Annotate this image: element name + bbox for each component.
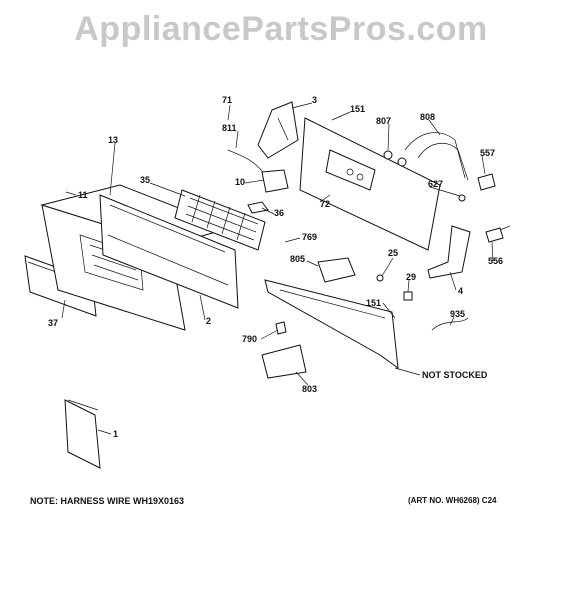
leader-lines bbox=[61, 102, 494, 435]
part-4-side-bracket bbox=[427, 225, 471, 279]
part-556-connector bbox=[485, 227, 504, 243]
harness-note: NOTE: HARNESS WIRE WH19X0163 bbox=[30, 496, 185, 506]
part-808-hoses bbox=[404, 132, 469, 181]
callout-25: 25 bbox=[388, 248, 398, 258]
not-stocked-label: NOT STOCKED bbox=[422, 370, 488, 380]
part-790-clip bbox=[275, 321, 287, 335]
callout-72: 72 bbox=[320, 199, 330, 209]
callout-11: 11 bbox=[78, 190, 88, 200]
part-72-backsplash bbox=[299, 117, 441, 251]
callout-935: 935 bbox=[450, 309, 465, 319]
callout-151-top: 151 bbox=[350, 104, 365, 114]
art-number: (ART NO. WH6268) C24 bbox=[408, 496, 497, 505]
part-35-mount-grid bbox=[174, 189, 266, 251]
callout-807: 807 bbox=[376, 116, 391, 126]
part-556-wire bbox=[499, 225, 511, 231]
callout-10: 10 bbox=[235, 177, 245, 187]
callout-4: 4 bbox=[458, 286, 463, 296]
callout-557: 557 bbox=[480, 148, 495, 158]
part-935-wire bbox=[431, 317, 469, 331]
callout-805: 805 bbox=[290, 254, 305, 264]
part-803-bracket bbox=[261, 344, 307, 379]
callout-71: 71 bbox=[222, 95, 232, 105]
callout-808: 808 bbox=[420, 112, 435, 122]
callout-790: 790 bbox=[242, 334, 257, 344]
part-807-washers bbox=[383, 150, 407, 167]
callout-3: 3 bbox=[312, 95, 317, 105]
callout-36: 36 bbox=[274, 208, 284, 218]
part-36-clip bbox=[247, 201, 269, 214]
watermark: AppliancePartsPros.com bbox=[74, 10, 488, 48]
callout-labels: 71 3 151 807 808 557 811 13 35 10 627 11… bbox=[48, 95, 503, 439]
part-29-clip bbox=[403, 291, 413, 301]
callout-29: 29 bbox=[406, 272, 416, 282]
part-805-valve bbox=[317, 257, 356, 283]
callout-37: 37 bbox=[48, 318, 58, 328]
callout-769: 769 bbox=[302, 232, 317, 242]
part-1-manual bbox=[64, 399, 101, 469]
part-10-switch bbox=[261, 169, 289, 193]
part-3-bracket bbox=[257, 101, 299, 159]
part-627-fitting bbox=[458, 194, 466, 202]
callout-627: 627 bbox=[428, 179, 443, 189]
callout-2: 2 bbox=[206, 316, 211, 326]
part-557-valve bbox=[477, 173, 496, 191]
part-811-hose bbox=[227, 149, 266, 176]
callout-151-mid: 151 bbox=[366, 298, 381, 308]
callout-556: 556 bbox=[488, 256, 503, 266]
callout-803: 803 bbox=[302, 384, 317, 394]
part-bottom-shroud bbox=[264, 279, 399, 370]
callout-13: 13 bbox=[108, 135, 118, 145]
callout-35: 35 bbox=[140, 175, 150, 185]
part-25-sensor bbox=[376, 274, 384, 282]
callout-1: 1 bbox=[113, 429, 118, 439]
callout-811: 811 bbox=[222, 123, 237, 133]
part-2-control-frame bbox=[99, 194, 239, 309]
